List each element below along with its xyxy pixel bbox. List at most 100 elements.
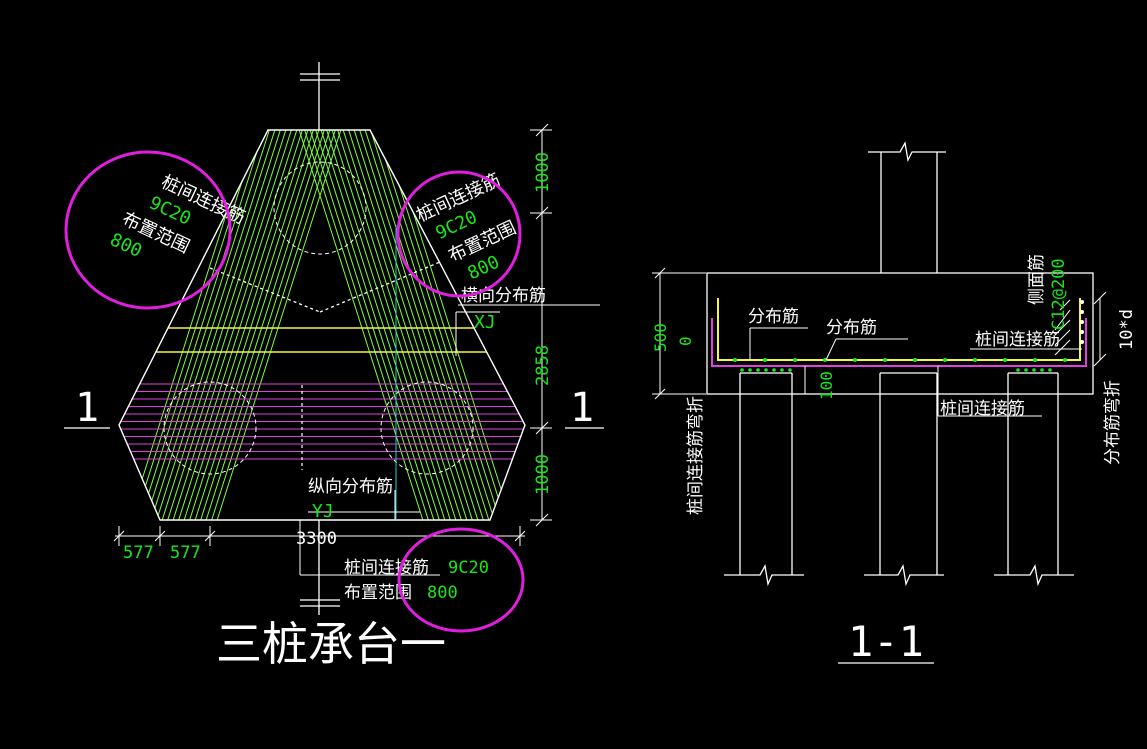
side-bar-dot xyxy=(1080,300,1084,304)
section-label-bend-right: 分布筋弯折 xyxy=(1103,380,1123,465)
pile-link-bar xyxy=(136,130,268,520)
rebar-dot xyxy=(1024,368,1028,372)
section-bar-dots xyxy=(733,358,1067,372)
highlight-circle-top-right xyxy=(396,170,522,298)
pile-left xyxy=(163,381,257,475)
longitudinal-code: YJ xyxy=(312,501,334,522)
dim-bottom-b: 577 xyxy=(170,543,201,563)
callout-bottom-range-value: 800 xyxy=(427,583,458,603)
section-label-dist-2: 分布筋 xyxy=(826,318,877,338)
rebar-dot xyxy=(1032,368,1036,372)
section-piles xyxy=(724,372,1074,587)
dim-right-bottom: 1000 xyxy=(533,454,553,495)
section-side-bar-dots xyxy=(1080,300,1084,344)
pile-link-bar xyxy=(131,130,262,520)
rebar-dot xyxy=(740,368,744,372)
pile-link-bar xyxy=(180,130,312,520)
side-bar-dot xyxy=(1080,320,1084,324)
rebar-dot xyxy=(883,358,887,362)
section-label-side-bar: 侧面筋 xyxy=(1027,254,1047,305)
side-bar-dot xyxy=(1080,340,1084,344)
longitudinal-label: 纵向分布筋 xyxy=(308,477,393,497)
dimension-right xyxy=(530,123,552,527)
pile-link-bar xyxy=(164,130,295,520)
rebar-dot xyxy=(913,358,917,362)
section-mark-right: 1 xyxy=(570,385,594,431)
section-pile-link-bar xyxy=(711,318,1087,367)
pile-link-bar xyxy=(361,130,493,520)
pile-link-bar xyxy=(328,130,460,520)
rebar-dot xyxy=(1048,368,1052,372)
section-cap-outline xyxy=(706,272,1094,395)
pile-link-bar xyxy=(147,130,279,520)
pile-link-bar xyxy=(301,130,432,520)
dim-right-mid: 2858 xyxy=(533,345,553,386)
section-dim-embed: 100 xyxy=(817,371,836,400)
section-dim-zero: 0 xyxy=(676,336,695,346)
transverse-label: 横向分布筋 xyxy=(461,286,546,306)
pile-link-bar xyxy=(334,130,465,520)
distribution-indicator-v xyxy=(209,261,441,313)
section-label-side-spec: C12@200 xyxy=(1049,258,1069,330)
rebar-dot xyxy=(1003,358,1007,362)
yj-leader xyxy=(308,490,420,520)
rebar-dot xyxy=(764,368,768,372)
section-column xyxy=(868,141,946,273)
pile-link-bar xyxy=(153,130,284,520)
side-bar-dot xyxy=(1080,330,1084,334)
dim-bottom-a: 577 xyxy=(123,543,154,563)
section-title: 1-1 xyxy=(848,617,924,666)
transverse-magenta-bars xyxy=(119,383,525,460)
pile-link-bar xyxy=(312,130,443,520)
section-bend-length: 10*d xyxy=(1117,309,1137,350)
rebar-dot xyxy=(788,368,792,372)
section-label-pile-link-bottom: 桩间连接筋 xyxy=(940,399,1025,419)
pile-link-bar xyxy=(350,130,482,520)
rebar-dot xyxy=(733,358,737,362)
rebar-bands xyxy=(119,130,525,520)
rebar-dot xyxy=(748,368,752,372)
xj-leader xyxy=(455,304,600,356)
callout-bottom-range-label: 布置范围 xyxy=(344,583,412,603)
section-mark-left: 1 xyxy=(75,385,99,431)
pile-right xyxy=(380,381,474,475)
pile-link-bar xyxy=(306,130,438,520)
pile-link-bar xyxy=(339,130,471,520)
rebar-dot xyxy=(973,358,977,362)
pile-link-bar xyxy=(345,130,476,520)
pile-link-bar xyxy=(323,130,454,520)
highlight-circle-top-left xyxy=(64,150,232,310)
callout-bottom-label: 桩间连接筋 xyxy=(344,558,429,578)
plan-view: 1 1 1000 2858 1000 577 xyxy=(64,62,604,671)
rebar-dot xyxy=(1040,368,1044,372)
dim-bottom-total: 3300 xyxy=(296,529,337,549)
section-dimension-left xyxy=(652,267,806,400)
section-label-dist-1: 分布筋 xyxy=(748,307,799,327)
section-leaders xyxy=(749,299,1082,417)
dim-right-top: 1000 xyxy=(533,152,553,193)
pile-link-bar xyxy=(295,130,427,520)
transverse-code: XJ xyxy=(474,312,496,333)
section-dim-height: 500 xyxy=(651,323,670,352)
rebar-dot xyxy=(763,358,767,362)
pile-link-bar xyxy=(197,130,328,520)
section-label-pile-link-top: 桩间连接筋 xyxy=(975,330,1060,350)
highlight-circle-bottom xyxy=(397,527,525,633)
pile-link-bar xyxy=(142,130,273,520)
rebar-dot xyxy=(853,358,857,362)
pile-link-bar xyxy=(202,130,334,520)
rebar-dot xyxy=(772,368,776,372)
rebar-dot xyxy=(793,358,797,362)
pile-top xyxy=(273,161,367,255)
pile-link-bar xyxy=(356,130,487,520)
pile-link-bar xyxy=(191,130,323,520)
pile-link-bar xyxy=(372,130,504,520)
callout-bottom-bars: 9C20 xyxy=(448,558,489,578)
section-dimension-right xyxy=(1093,291,1107,367)
dimension-bottom xyxy=(113,526,526,546)
pile-link-band-left xyxy=(125,130,345,520)
rebar-dot xyxy=(1033,358,1037,362)
plan-title: 三桩承台一 xyxy=(216,617,446,671)
pile-link-bar xyxy=(317,130,449,520)
